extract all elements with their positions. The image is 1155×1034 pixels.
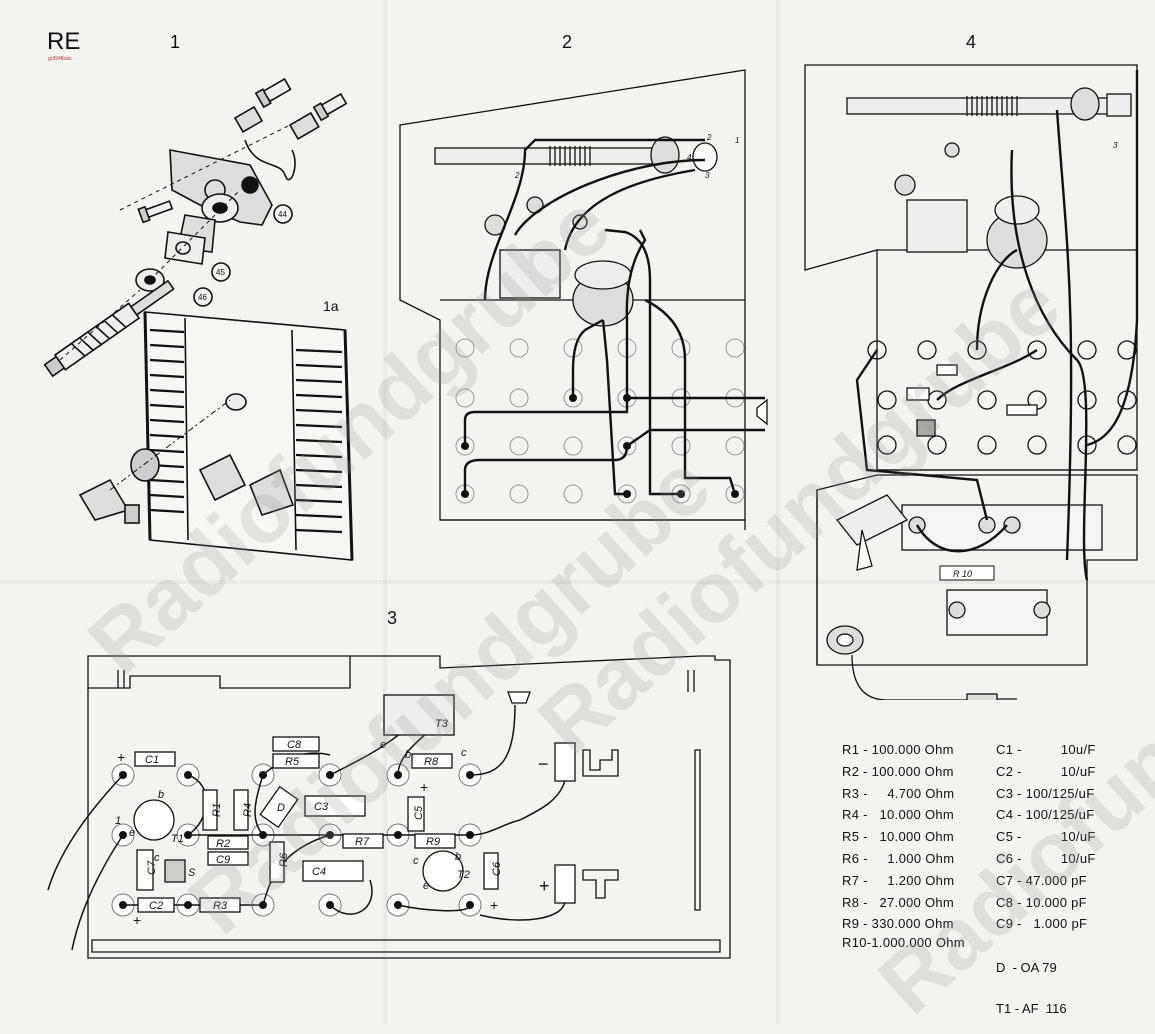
capacitor-c8: C8 - 10.000 pF: [996, 894, 1087, 910]
resistor-r6: R6 - 1.000 Ohm: [842, 850, 955, 866]
battery-minus-terminal: −: [538, 754, 549, 774]
capacitor-c7: C7 - 47.000 pF: [996, 872, 1087, 888]
pin-lead-1: 1: [115, 815, 121, 827]
fig4-callout-3: 3: [1113, 141, 1118, 150]
label-r1: R1: [211, 803, 223, 817]
capacitor-c3: C3 - 100/125/uF: [996, 785, 1095, 801]
label-r6: R6: [278, 852, 290, 867]
pin-t3-e: e: [380, 739, 386, 751]
label-r4: R4: [242, 803, 254, 817]
resistor-r9: R9 - 330.000 Ohm: [842, 916, 954, 932]
resistor-r8: R8 - 27.000 Ohm: [842, 894, 955, 910]
resistor-r4: R4 - 10.000 Ohm: [842, 807, 955, 823]
label-t3: T3: [435, 718, 449, 730]
label-r3: R3: [213, 900, 228, 912]
plus-c2: +: [133, 912, 141, 928]
resistor-r5: R5 - 10.000 Ohm: [842, 829, 955, 845]
figure-number-1: 1: [170, 32, 181, 52]
label-c4: C4: [312, 866, 326, 878]
pin-t3-b: b: [405, 749, 411, 761]
resistor-r3: R3 - 4.700 Ohm: [842, 785, 955, 801]
capacitor-c1: C1 - 10u/F: [996, 742, 1096, 757]
label-r2: R2: [216, 838, 230, 850]
pin-t1-c: c: [154, 852, 160, 864]
plus-c1: +: [117, 749, 125, 765]
fig4-label-r10: R 10: [953, 569, 972, 579]
brand-label: RE: [47, 28, 81, 55]
fig2-callout-4: 4: [687, 153, 692, 162]
figure-number-4: 4: [966, 32, 977, 52]
owner-stamp: gr394fbain: [48, 56, 72, 62]
figure-number-3: 3: [387, 608, 398, 628]
capacitor-c9: C9 - 1.000 pF: [996, 916, 1088, 932]
label-d: D: [277, 802, 285, 814]
label-r9: R9: [426, 836, 440, 848]
resistor-r7: R7 - 1.200 Ohm: [842, 872, 955, 888]
pin-t2-c: c: [413, 855, 419, 867]
figure-4-interior-view: 3 R 10: [804, 64, 1139, 700]
pin-t2-e: e: [423, 880, 429, 892]
figure-number-2: 2: [562, 32, 573, 52]
callout-46: 46: [198, 293, 207, 302]
label-c9: C9: [216, 854, 230, 866]
label-c3: C3: [314, 801, 329, 813]
capacitor-list: C1 - 10u/F C2 - 10/uF C3 - 100/125/uF C4…: [996, 739, 1096, 935]
figure-1-exploded-view: 44 45 46: [43, 77, 354, 561]
label-s: S: [188, 867, 196, 879]
diode-entry: D - OA 79: [996, 960, 1057, 975]
figure-3-board-layout: C1 C8 R5 R8 T3 R1 R4 D C3 C5 T1 R2 C9 R7…: [47, 655, 731, 959]
fig2-callout-2b: 2: [706, 133, 712, 142]
fig2-callout-2a: 2: [514, 171, 520, 180]
plus-c5: +: [420, 779, 428, 795]
label-c5: C5: [413, 805, 425, 820]
resistor-r10: R10-1.000.000 Ohm: [842, 935, 965, 951]
label-c7: C7: [146, 860, 158, 875]
label-c6: C6: [491, 861, 503, 876]
capacitor-c2: C2 - 10/uF: [996, 763, 1096, 779]
fig2-callout-1: 1: [735, 136, 739, 145]
pin-t1-b: b: [158, 789, 164, 801]
label-c2: C2: [149, 900, 163, 912]
capacitor-c5: C5 - 10/uF: [996, 829, 1096, 845]
label-c1: C1: [145, 754, 159, 766]
label-t2: T2: [457, 869, 470, 881]
label-t1: T1: [171, 833, 184, 845]
pin-t2-b: b: [455, 851, 461, 863]
pin-t3-c: c: [461, 747, 467, 759]
figure-number-1a: 1a: [323, 298, 339, 314]
resistor-r2: R2 - 100.000 Ohm: [842, 763, 954, 779]
resistor-r1: R1 - 100.000 Ohm: [842, 742, 954, 757]
label-r5: R5: [285, 756, 300, 768]
capacitor-c4: C4 - 100/125/uF: [996, 807, 1095, 823]
label-r8: R8: [424, 756, 439, 768]
callout-45: 45: [216, 268, 225, 277]
capacitor-c6: C6 - 10/uF: [996, 850, 1096, 866]
label-c8: C8: [287, 739, 302, 751]
battery-plus-terminal: +: [539, 876, 550, 896]
callout-44: 44: [278, 210, 287, 219]
transistor-entry: T1 - AF 116: [996, 1001, 1067, 1016]
plus-c6: +: [490, 897, 498, 913]
fig2-callout-3: 3: [705, 171, 710, 180]
label-r7: R7: [355, 836, 370, 848]
pin-t1-e: e: [129, 827, 135, 839]
resistor-list: R1 - 100.000 Ohm R2 - 100.000 Ohm R3 - 4…: [842, 739, 965, 950]
figure-2-chassis-wiring: 1 2 2 3 4: [399, 69, 768, 530]
